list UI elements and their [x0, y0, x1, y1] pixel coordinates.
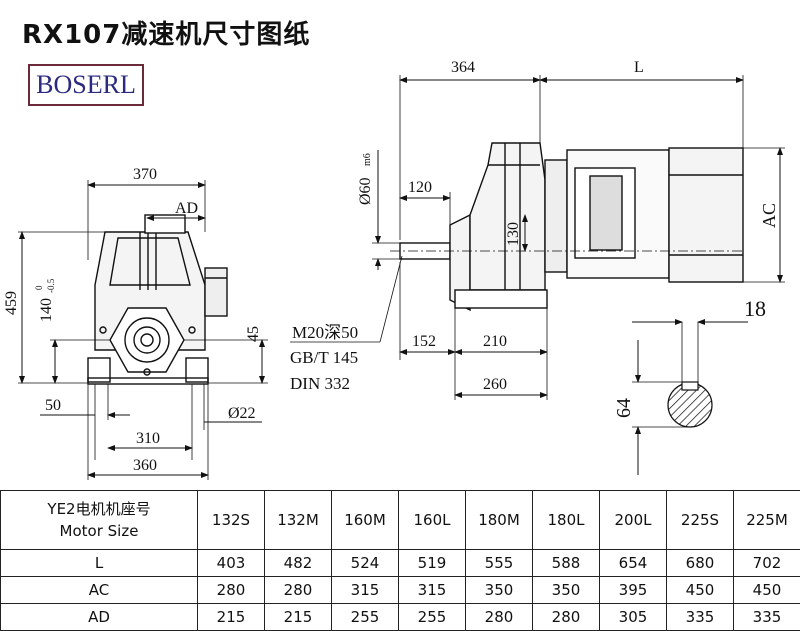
standard-din: DIN 332 [290, 374, 350, 393]
dim-370: 370 [133, 166, 157, 183]
dim-140-tol-lower: -0.5 [46, 278, 56, 293]
dim-130: 130 [505, 222, 522, 246]
table-cell: 305 [600, 604, 667, 631]
size-cell: 180L [533, 491, 600, 550]
dim-140-tol-upper: 0 [34, 285, 44, 290]
dim-459: 459 [3, 291, 20, 315]
technical-drawing: 370 AD 459 140 45 50 Ø22 310 360 [0, 0, 800, 490]
dim-120: 120 [408, 179, 432, 196]
row-label: L [1, 550, 198, 577]
table-cell: 350 [533, 577, 600, 604]
size-cell: 225M [734, 491, 800, 550]
table-row: AD 215 215 255 255 280 280 305 335 335 [1, 604, 800, 631]
motor-size-header-en: Motor Size [1, 520, 197, 542]
size-cell: 225S [667, 491, 734, 550]
motor-size-table: YE2电机机座号 Motor Size 132S 132M 160M 160L … [0, 490, 800, 631]
table-cell: 315 [399, 577, 466, 604]
table-cell: 255 [332, 604, 399, 631]
table-cell: 335 [667, 604, 734, 631]
motor-size-header: YE2电机机座号 Motor Size [1, 491, 198, 550]
table-cell: 588 [533, 550, 600, 577]
dim-18: 18 [744, 296, 766, 321]
size-cell: 160L [399, 491, 466, 550]
dim-50: 50 [45, 397, 61, 414]
table-cell: 215 [265, 604, 332, 631]
table-cell: 702 [734, 550, 800, 577]
table-cell: 395 [600, 577, 667, 604]
standard-gb: GB/T 145 [290, 348, 358, 367]
size-cell: 200L [600, 491, 667, 550]
row-label: AC [1, 577, 198, 604]
shaft-section [632, 322, 748, 475]
dim-364: 364 [451, 59, 475, 76]
size-cell: 180M [466, 491, 533, 550]
dim-310: 310 [136, 430, 160, 447]
dim-60: Ø60 [357, 177, 374, 205]
table-cell: 654 [600, 550, 667, 577]
table-cell: 280 [533, 604, 600, 631]
table-cell: 403 [198, 550, 265, 577]
table-cell: 519 [399, 550, 466, 577]
table-cell: 280 [265, 577, 332, 604]
row-label: AD [1, 604, 198, 631]
dim-140: 140 [38, 298, 55, 322]
table-row: L 403 482 524 519 555 588 654 680 702 [1, 550, 800, 577]
dim-64: 64 [613, 398, 635, 418]
dim-60-fit: m6 [362, 153, 373, 166]
table-cell: 280 [198, 577, 265, 604]
dim-210: 210 [483, 333, 507, 350]
table-cell: 255 [399, 604, 466, 631]
table-cell: 524 [332, 550, 399, 577]
dim-shaft-22: Ø22 [228, 405, 256, 422]
motor-size-header-cn: YE2电机机座号 [1, 498, 197, 520]
dim-360: 360 [133, 457, 157, 474]
dim-152: 152 [412, 333, 436, 350]
dim-ad-front: AD [175, 200, 198, 217]
table-cell: 555 [466, 550, 533, 577]
table-cell: 315 [332, 577, 399, 604]
table-cell: 482 [265, 550, 332, 577]
table-cell: 680 [667, 550, 734, 577]
dim-45: 45 [245, 326, 262, 342]
table-row: AC 280 280 315 315 350 350 395 450 450 [1, 577, 800, 604]
table-cell: 280 [466, 604, 533, 631]
size-cell: 160M [332, 491, 399, 550]
side-view [290, 75, 785, 400]
table-cell: 450 [734, 577, 800, 604]
dim-260: 260 [483, 376, 507, 393]
table-header-row: YE2电机机座号 Motor Size 132S 132M 160M 160L … [1, 491, 800, 550]
size-cell: 132S [198, 491, 265, 550]
table-cell: 335 [734, 604, 800, 631]
table-cell: 215 [198, 604, 265, 631]
size-cell: 132M [265, 491, 332, 550]
dim-AC: AC [759, 203, 779, 228]
dim-L: L [634, 59, 644, 76]
table-cell: 350 [466, 577, 533, 604]
thread-spec: M20深50 [292, 323, 358, 342]
table-cell: 450 [667, 577, 734, 604]
